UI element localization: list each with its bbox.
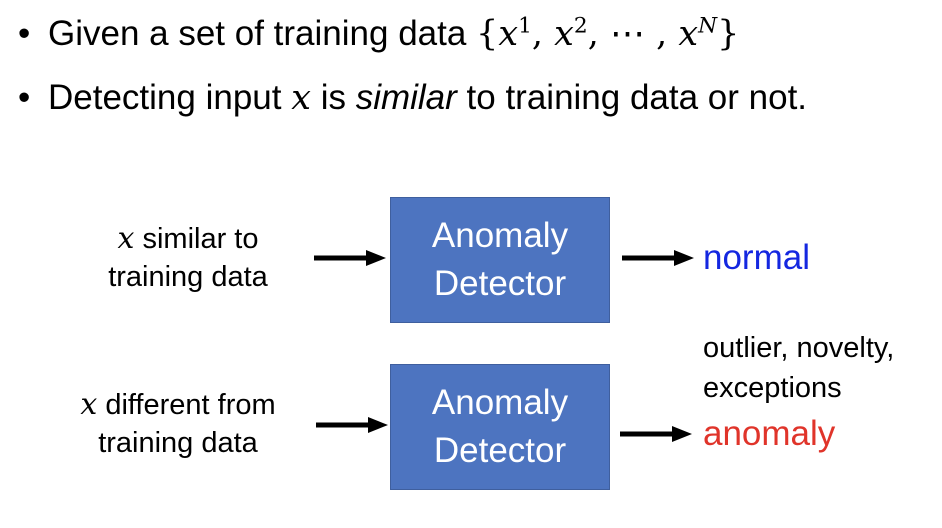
box-label-line1: Anomaly bbox=[431, 383, 569, 422]
input-text: different from bbox=[97, 389, 276, 421]
input-label-different: x different from training data bbox=[58, 386, 298, 462]
arrow-right-icon bbox=[314, 248, 386, 268]
output-anomaly: anomaly bbox=[703, 414, 836, 453]
set-open-brace: { bbox=[476, 14, 499, 54]
arrow-right-icon bbox=[622, 248, 694, 268]
emphasis-similar: similar bbox=[355, 78, 457, 117]
superscript-1: 1 bbox=[518, 13, 532, 39]
ellipsis: ⋯ bbox=[609, 14, 645, 54]
box-label-line2: Detector bbox=[433, 264, 567, 303]
comma: , bbox=[587, 14, 610, 54]
note-line1: outlier, novelty, bbox=[703, 332, 895, 364]
bullet-given-training-data: •Given a set of training data {x1, x2, ⋯… bbox=[18, 14, 739, 54]
box-label-line1: Anomaly bbox=[431, 216, 569, 255]
input-label-line2: training data bbox=[98, 427, 258, 459]
output-normal: normal bbox=[703, 238, 810, 277]
bullet-text: Given a set of training data bbox=[48, 14, 477, 53]
bullet-dot: • bbox=[18, 78, 31, 117]
math-x: x bbox=[117, 221, 135, 256]
bullet-text: is bbox=[310, 78, 356, 117]
math-x: x bbox=[498, 14, 519, 54]
math-x: x bbox=[678, 14, 699, 54]
anomaly-detector-box: Anomaly Detector bbox=[390, 197, 610, 323]
box-label-line2: Detector bbox=[433, 431, 567, 470]
bullet-text: Detecting input bbox=[48, 78, 292, 117]
math-x: x bbox=[291, 78, 311, 118]
anomaly-detector-box: Anomaly Detector bbox=[390, 364, 610, 490]
input-text: similar to bbox=[134, 223, 259, 255]
comma: , bbox=[531, 14, 555, 54]
math-x: x bbox=[554, 14, 574, 54]
input-label-similar: x similar to training data bbox=[88, 220, 288, 296]
arrow-right-icon bbox=[620, 424, 692, 444]
comma: , bbox=[644, 14, 679, 54]
note-line2: exceptions bbox=[703, 372, 842, 404]
math-x: x bbox=[80, 387, 98, 422]
anomaly-synonyms-note: outlier, novelty, exceptions bbox=[703, 328, 894, 408]
superscript-2: 2 bbox=[573, 13, 588, 39]
arrow-right-icon bbox=[316, 415, 388, 435]
bullet-detecting-input: • Detecting input x is similar to trainin… bbox=[18, 78, 807, 118]
input-label-line1: x different from bbox=[58, 386, 298, 424]
bullet-text: to training data or not. bbox=[456, 78, 808, 117]
superscript-n: N bbox=[698, 13, 718, 39]
input-label-line2: training data bbox=[108, 261, 268, 293]
set-close-brace: } bbox=[717, 14, 740, 54]
input-label-line1: x similar to bbox=[88, 220, 288, 258]
bullet-dot: • bbox=[18, 14, 31, 53]
